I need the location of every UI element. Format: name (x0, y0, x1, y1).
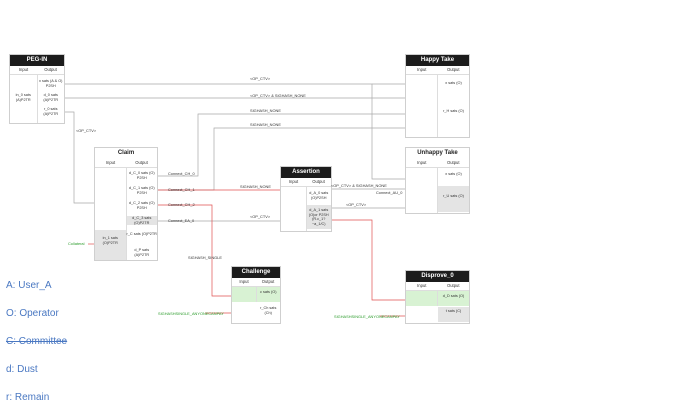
challenge-output-0: c sats (O) (256, 287, 280, 302)
edge-op-ctv-assert: <OP_CTV> (346, 202, 367, 207)
challenge-output-1: r_Ch sats (Ch) (260, 306, 277, 315)
disprove-input-hdr: Input (417, 283, 427, 288)
claim-output-1: d_C_1 sats (O) P2SH (128, 186, 155, 195)
legend-item-operator: O: Operator (6, 308, 59, 319)
challenge-output-hdr: Output (261, 279, 275, 284)
legend-item-dust: d: Dust (6, 364, 38, 375)
claim-title: Claim (95, 148, 157, 159)
challenge-box: Challenge Input Output c sats (O) r_Ch sa… (231, 266, 281, 324)
disprove-output-1: t sats (C) (438, 307, 469, 322)
edge-sighash-none-2: SIGHASH_NONE (250, 122, 281, 127)
pegin-input-hdr: Input (18, 67, 29, 72)
disprove-output-hdr: Output (446, 283, 460, 288)
unhappy-input-hdr: Input (417, 160, 427, 165)
claim-output-0: d_C_0 sats (O) P2SH (128, 171, 155, 180)
edge-sighash-single-acp-2: SIGHASHSINGLE_ANYONECANPAY (334, 314, 400, 319)
claim-output-4: r_C sats (O)P2TR (126, 232, 157, 236)
claim-output-2: d_C_2 sats (O) P2SH (128, 201, 155, 210)
claim-input-hdr: Input (105, 160, 116, 165)
edge-sighash-single: SIGHASH_SINGLE (188, 255, 222, 260)
assertion-output-1: d_A_1 sats (O)or P2SH (R.c_1?~a_1/C) (306, 205, 331, 229)
unhappy-output-hdr: Output (446, 160, 460, 165)
happy-take-title: Happy Take (406, 55, 469, 66)
edge-op-ctv-sighash-none-2: <OP_CTV> & SIGHASH_NONE (331, 183, 387, 188)
edge-connect-ch-2: Connect_CH_2 (168, 202, 195, 207)
assertion-title: Assertion (281, 167, 331, 178)
happy-output-0: x sats (O) (445, 81, 462, 85)
pegin-input-0: in_0 sats (A)P2TR (15, 93, 31, 102)
disprove-box: Disprove_0 Input Output d_D sats (O) t sa… (405, 270, 470, 324)
edge-connect-ch-0: Connect_CH_0 (168, 171, 195, 176)
edge-sighash-single-acp-1: SIGHASHSINGLE_ANYONECANPAY (158, 311, 224, 316)
happy-output-hdr: Output (446, 67, 460, 72)
edge-collateral: Collateral (68, 241, 85, 246)
unhappy-output-0: x sats (O) (445, 172, 462, 176)
happy-output-1: r_H sats (O) (443, 109, 464, 113)
edge-sighash-none-1: SIGHASH_NONE (250, 108, 281, 113)
edge-connect-ch-1: Connect_CH_1 (168, 187, 195, 192)
edge-connect-au-0: Connect_AU_0 (376, 190, 403, 195)
edge-op-ctv-left: <OP_CTV> (76, 128, 97, 133)
claim-output-3: d_C_3 sats (O)P2TR (126, 216, 157, 226)
assertion-box: Assertion Input Output d_A_0 sats (O)P2SH… (280, 166, 332, 232)
pegin-output-hdr: Output (44, 67, 57, 72)
edge-connect-ea-0: Connect_EA_0 (168, 218, 195, 223)
challenge-input-hdr: Input (239, 279, 249, 284)
claim-input-0: in_1 sats (O)P2TR (95, 230, 126, 260)
legend-item-remain: r: Remain (6, 392, 50, 403)
assertion-input-hdr: Input (288, 179, 299, 184)
pegin-box: PEG-IN Input Output in_0 sats (A)P2TR x s… (9, 54, 65, 124)
legend-item-user-a: A: User_A (6, 280, 52, 291)
pegin-title: PEG-IN (10, 55, 64, 66)
disprove-output-0: d_D sats (O) (438, 291, 469, 306)
edge-sighash-none-3: SIGHASH_NONE (240, 184, 271, 189)
pegin-output-1: d_0 sats (A)P2TR (43, 93, 59, 102)
happy-take-box: Happy Take Input Output x sats (O) r_H sa… (405, 54, 470, 138)
claim-output-hdr: Output (135, 160, 148, 165)
unhappy-take-title: Unhappy Take (406, 148, 469, 159)
legend-item-committee: C: Committee (6, 336, 68, 347)
pegin-output-0: x sats (A & O) P2SH (39, 79, 63, 88)
disprove-title: Disprove_0 (406, 271, 469, 282)
happy-input-hdr: Input (417, 67, 427, 72)
edge-op-ctv-top: <OP_CTV> (250, 76, 271, 81)
claim-box: Claim Input Output in_1 sats (O)P2TR d_C_… (94, 147, 158, 261)
edge-op-ctv-mid: <OP_CTV> (250, 214, 271, 219)
assertion-output-hdr: Output (312, 179, 325, 184)
claim-output-5: d_P sats (A)P2TR (134, 248, 150, 257)
pegin-output-2: r_0 sats (A)P2TR (43, 107, 59, 116)
edge-op-ctv-sighash-none: <OP_CTV> & SIGHASH_NONE (250, 93, 306, 98)
unhappy-output-1: r_U sats (O) (438, 186, 469, 212)
assertion-output-0: d_A_0 sats (O)P2SH (309, 191, 329, 200)
unhappy-take-box: Unhappy Take Input Output x sats (O) r_U … (405, 147, 470, 214)
challenge-title: Challenge (232, 267, 280, 278)
